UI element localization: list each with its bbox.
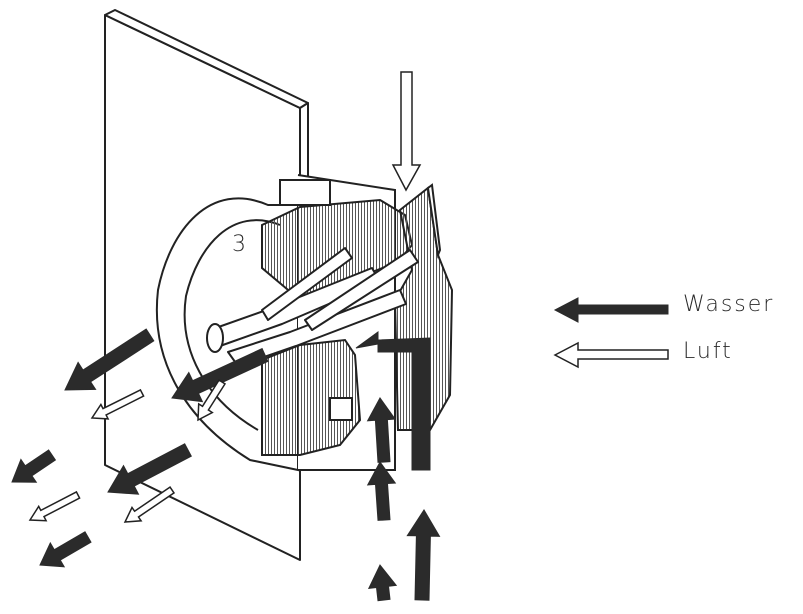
water-arrow — [406, 509, 441, 601]
water-arrow — [366, 397, 397, 463]
water-arrow — [64, 328, 155, 391]
water-flow-arrows — [11, 328, 441, 602]
air-arrow — [123, 486, 176, 523]
water-arrow — [367, 564, 398, 602]
legend-air-arrow — [553, 341, 669, 369]
air-arrow — [28, 490, 81, 522]
water-inlet-bend — [355, 331, 431, 471]
figure-number: 3 — [232, 232, 246, 257]
legend-air-label: Luft — [683, 339, 733, 364]
cross-section — [261, 179, 454, 456]
legend-water-label: Wasser — [683, 292, 775, 317]
air-arrow — [197, 379, 227, 422]
air-inlet-arrow — [391, 71, 422, 192]
air-flow-arrows — [28, 379, 227, 523]
water-arrow — [11, 449, 57, 483]
water-arrow — [366, 461, 397, 521]
water-arrow — [107, 443, 192, 495]
nozzle-tubes — [206, 247, 419, 367]
water-arrow — [39, 531, 92, 568]
legend-water-arrow — [553, 297, 669, 323]
air-arrow — [90, 388, 145, 420]
water-arrow — [171, 347, 269, 403]
